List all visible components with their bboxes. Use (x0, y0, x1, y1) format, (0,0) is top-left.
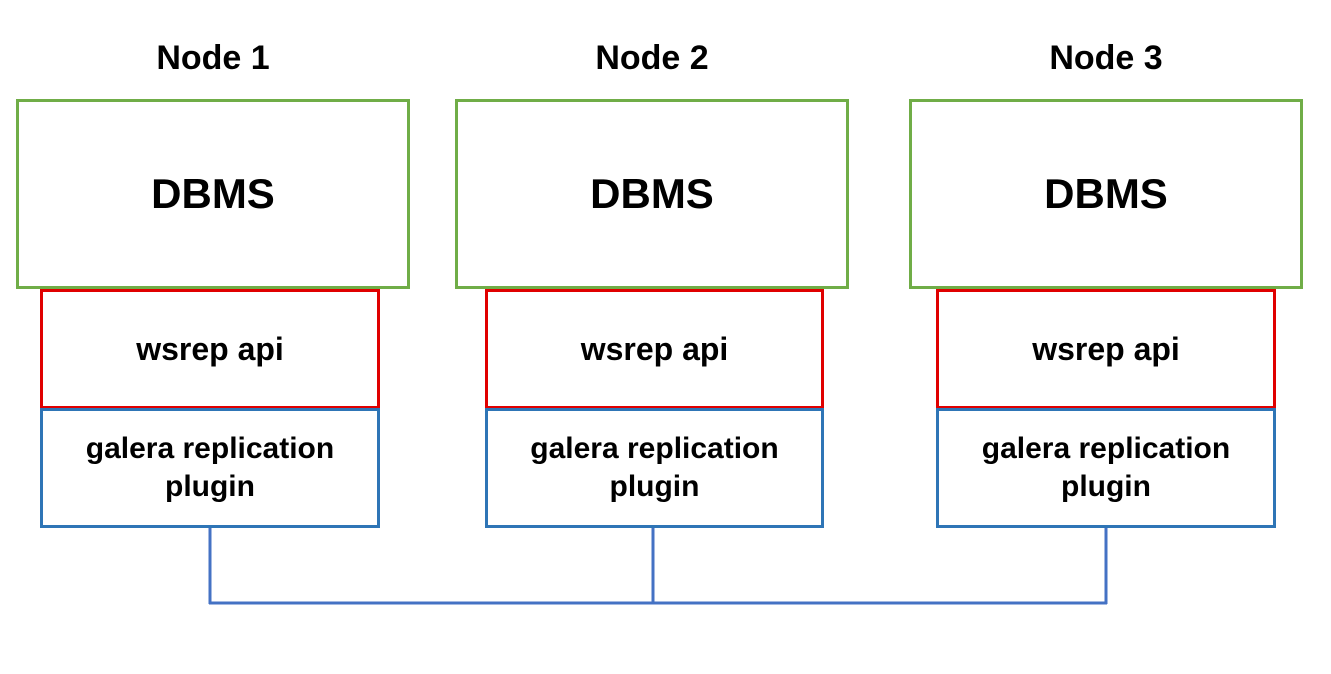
node-1-galera-plugin-label: galera replication plugin (85, 432, 335, 503)
node-3-dbms-label: DBMS (1044, 170, 1168, 217)
node-1-wsrep-api-box: wsrep api (40, 289, 380, 409)
node-2-galera-plugin-label: galera replication plugin (530, 432, 779, 503)
node-1-galera-plugin-box: galera replication plugin (40, 408, 380, 528)
node-1-dbms-label: DBMS (151, 170, 275, 217)
node-2-title: Node 2 (595, 39, 709, 77)
node-1-dbms-box: DBMS (16, 99, 410, 289)
node-3-wsrep-api-box: wsrep api (936, 289, 1276, 409)
node-2-wsrep-api-label: wsrep api (580, 330, 729, 367)
node-2-wsrep-api-box: wsrep api (485, 289, 824, 409)
node-3-wsrep-api-label: wsrep api (1032, 330, 1180, 367)
node-3-galera-plugin-label: galera replication plugin (981, 432, 1231, 503)
node-3-dbms-box: DBMS (909, 99, 1303, 289)
node-1-title: Node 1 (156, 39, 270, 77)
node-2-galera-plugin-box: galera replication plugin (485, 408, 824, 528)
node-2-dbms-label: DBMS (590, 170, 714, 217)
node-2-dbms-box: DBMS (455, 99, 849, 289)
node-3-galera-plugin-box: galera replication plugin (936, 408, 1276, 528)
node-1-wsrep-api-label: wsrep api (136, 330, 284, 367)
node-3-title: Node 3 (1049, 39, 1163, 77)
